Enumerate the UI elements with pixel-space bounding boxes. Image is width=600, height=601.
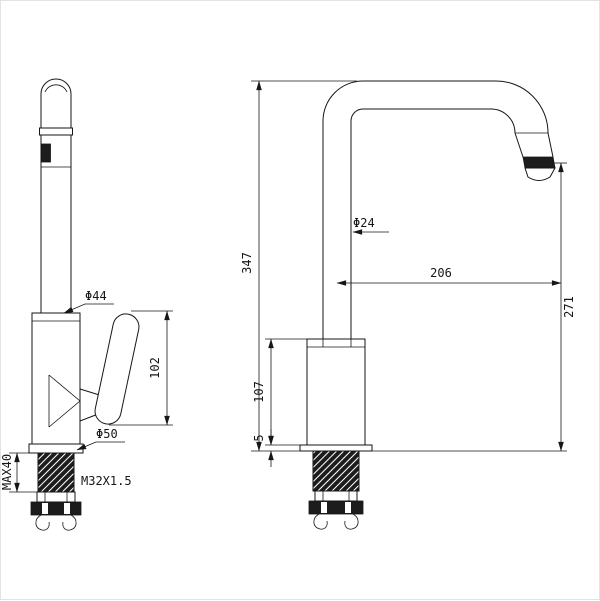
side-threaded-shank — [37, 452, 75, 493]
spout-collar — [39, 127, 73, 136]
dim-base-diameter: Φ50 — [76, 427, 125, 451]
front-body — [306, 338, 366, 446]
mount-flange — [36, 491, 76, 503]
dim-handle-length: 102 — [109, 310, 173, 426]
nut-slot — [42, 503, 48, 514]
side-mounting-hardware — [30, 491, 82, 531]
aerator-ring — [522, 156, 556, 169]
dim-label-107: 107 — [252, 381, 266, 403]
front-threaded-shank — [312, 450, 360, 492]
mount-nut — [308, 500, 364, 515]
front-view: 347 Φ24 206 271 107 — [240, 80, 576, 530]
nozzle-tip — [524, 167, 556, 181]
dim-outlet-height: 271 — [372, 162, 576, 452]
spout-inner-contour — [350, 108, 516, 339]
nut-slot — [345, 502, 351, 513]
dim-pipe-diameter: Φ24 — [352, 216, 389, 235]
nut-slot — [64, 503, 70, 514]
body-outline — [306, 338, 366, 446]
washer-hook-left — [313, 513, 328, 530]
dim-label-dia50: Φ50 — [96, 427, 118, 441]
front-base-plate — [299, 444, 373, 452]
side-view: Φ44 102 Φ50 M32X1.5 MAX40 — [1, 78, 173, 531]
side-handle — [79, 313, 140, 425]
body-outline — [31, 312, 81, 445]
dim-base-thickness: 5 — [252, 429, 274, 467]
mount-flange — [314, 490, 358, 502]
dim-label-102: 102 — [148, 357, 162, 379]
front-mounting-hardware — [308, 490, 364, 530]
dia50-leader — [76, 441, 125, 451]
dia44-leader — [63, 303, 114, 314]
spout-outer-contour — [322, 80, 549, 339]
dim-max-thickness: MAX40 — [1, 452, 38, 493]
side-base-plate — [28, 443, 84, 454]
nut-slot — [321, 502, 327, 513]
dim-label-dia24: Φ24 — [353, 216, 375, 230]
aerator-side-mark — [41, 143, 51, 163]
nozzle-left-edge — [514, 132, 524, 158]
dim-body-height: 107 — [252, 338, 307, 446]
dim-label-206: 206 — [430, 266, 452, 280]
handle-lever — [94, 313, 140, 425]
front-spout — [322, 80, 556, 339]
side-body — [31, 312, 81, 445]
dim-label-dia44: Φ44 — [85, 289, 107, 303]
washer-hook-right — [344, 513, 359, 530]
mount-nut — [30, 501, 82, 516]
dim-label-347: 347 — [240, 252, 254, 274]
dim-total-height: 347 — [240, 80, 357, 452]
dim-spout-reach: 206 — [336, 266, 562, 286]
spout-cap — [40, 78, 72, 134]
dim-spout-diameter: Φ44 — [63, 289, 114, 314]
washer-hook-right — [62, 514, 77, 531]
side-spout-column — [39, 78, 73, 313]
dim-label-max40: MAX40 — [1, 454, 14, 490]
dim-label-271: 271 — [562, 296, 576, 318]
nozzle-right-edge — [547, 132, 554, 158]
spout-cap-inner-line — [44, 84, 68, 93]
washer-hook-left — [35, 514, 50, 531]
dim-label-thread-spec: M32X1.5 — [81, 474, 132, 488]
dim-label-5: 5 — [252, 434, 266, 441]
